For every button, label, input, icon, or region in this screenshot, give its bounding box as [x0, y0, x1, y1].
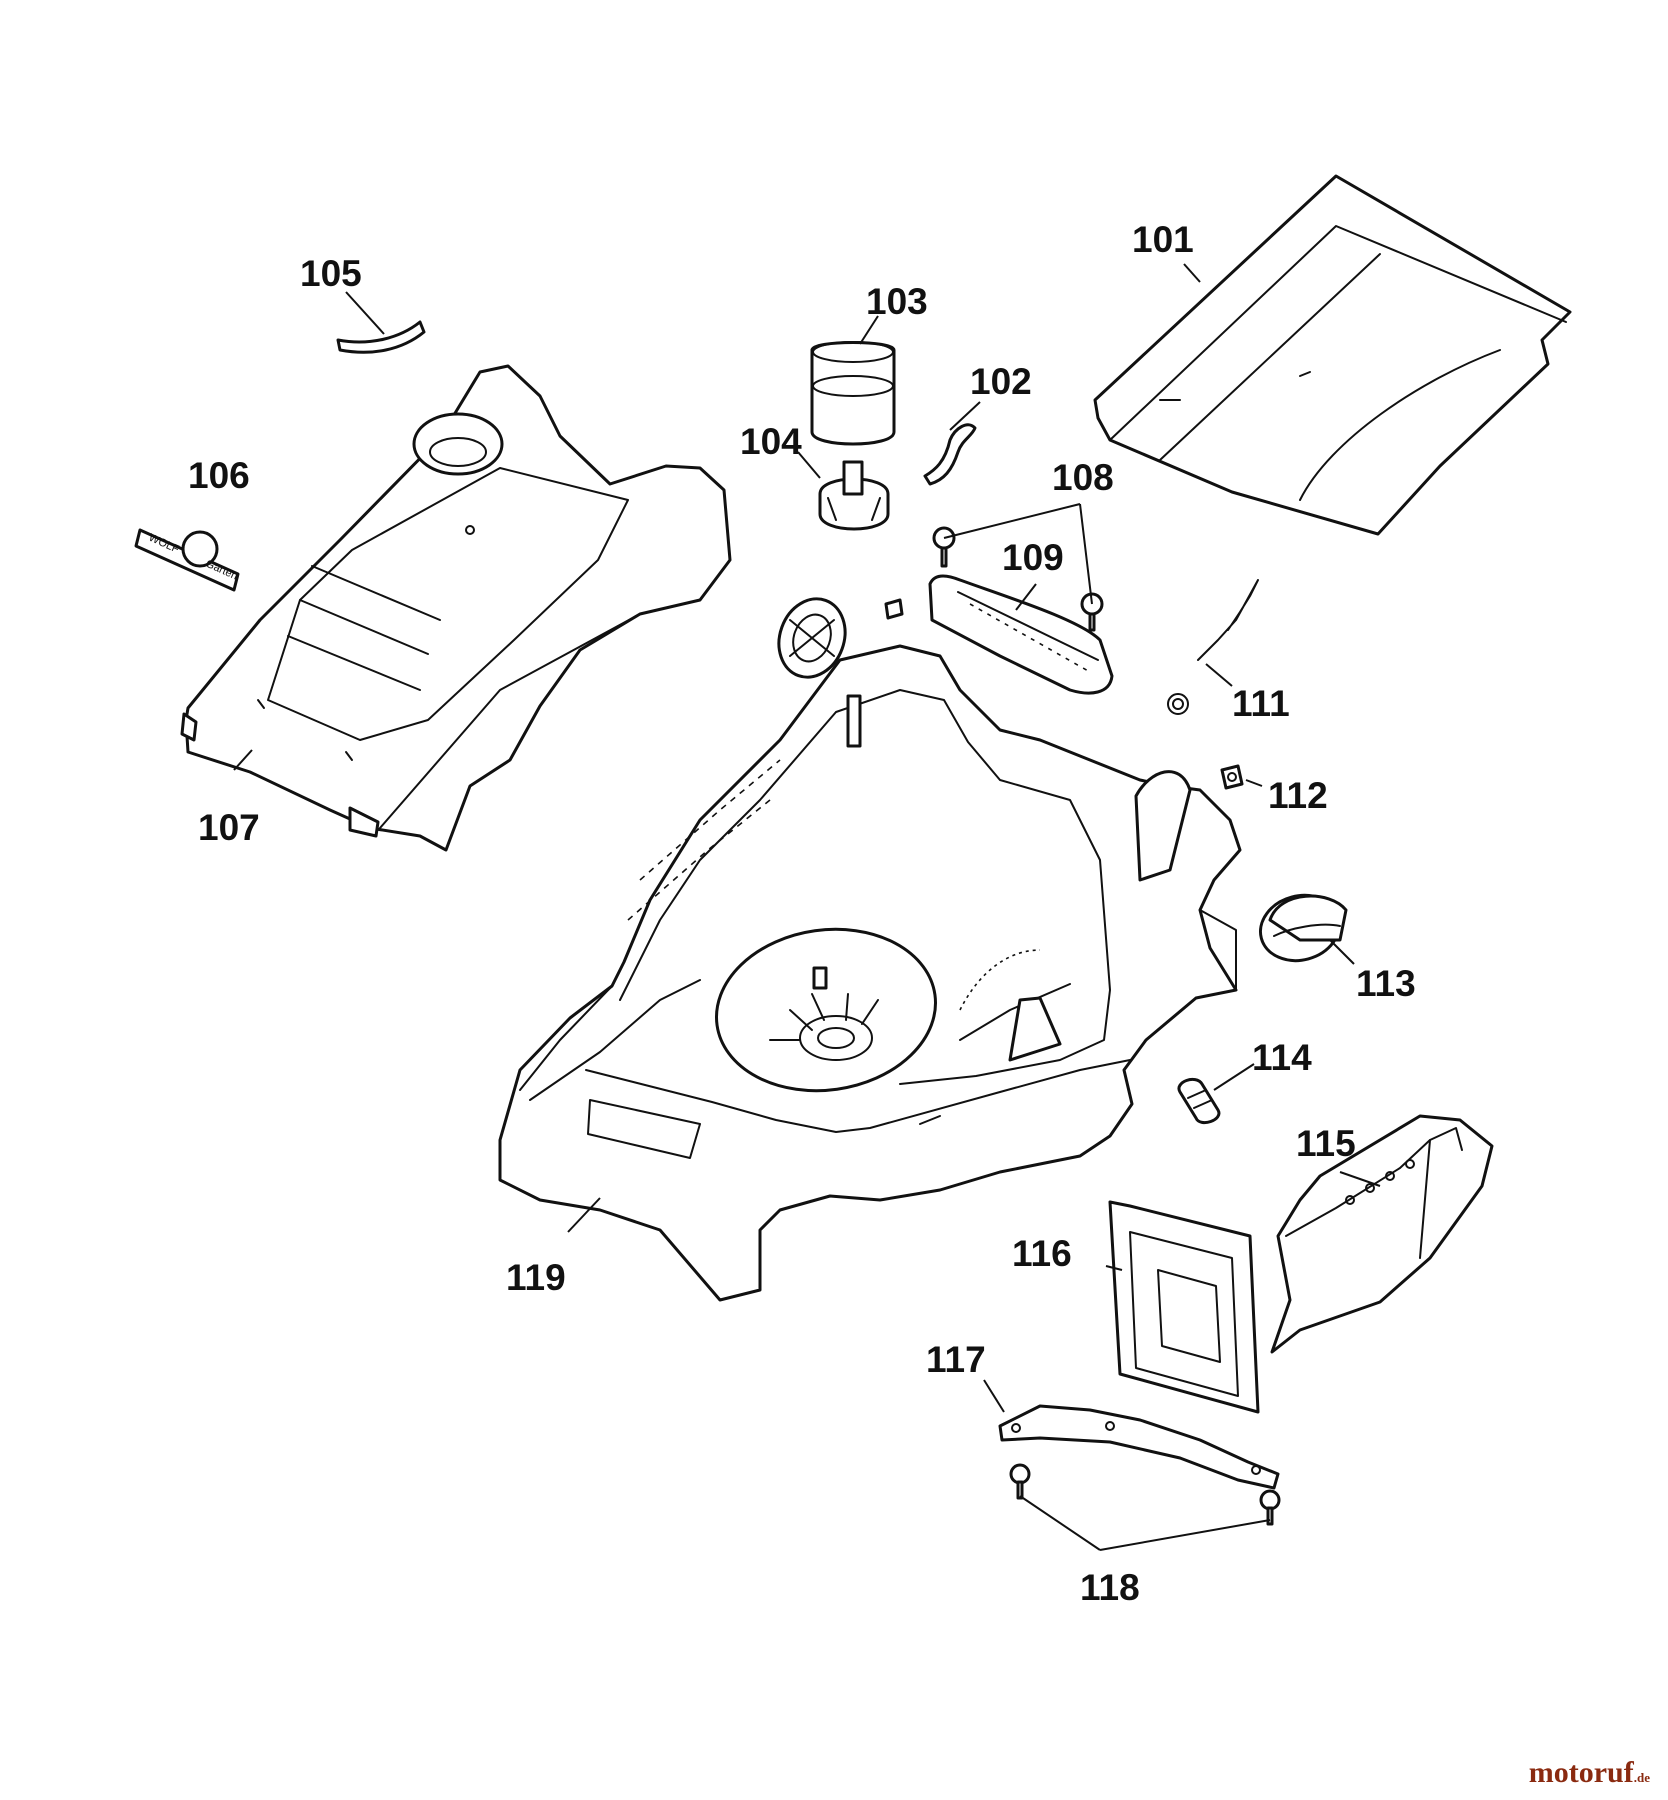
label-101: 101 [1132, 219, 1194, 260]
label-107: 107 [198, 807, 260, 848]
part-107-hood [180, 364, 732, 852]
wheel-piece [777, 597, 847, 679]
label-116: 116 [1012, 1233, 1072, 1274]
label-115: 115 [1296, 1123, 1356, 1164]
small-nut [884, 598, 904, 620]
part-111-spring [1167, 579, 1259, 715]
label-112: 112 [1268, 775, 1328, 816]
label-106: 106 [188, 455, 250, 496]
part-labels: 101 102 103 104 105 106 107 108 109 111 … [188, 219, 1416, 1608]
leader-lines [233, 263, 1381, 1551]
part-106-logo-badge: WOLF Garten [134, 528, 240, 592]
part-116-panel [1108, 1200, 1260, 1414]
label-119: 119 [506, 1257, 566, 1298]
label-111: 111 [1232, 683, 1290, 724]
label-108: 108 [1052, 457, 1114, 498]
part-103-cylinder [810, 341, 896, 446]
label-103: 103 [866, 281, 928, 322]
part-115-side-cover [1270, 1114, 1494, 1354]
part-119-deck [498, 644, 1242, 1302]
part-104-hub [818, 460, 890, 531]
part-109-bar [928, 574, 1114, 695]
part-114-cylinder [1177, 1078, 1221, 1124]
part-112-nut [1220, 764, 1244, 790]
part-101-lid [1093, 174, 1572, 536]
watermark-tld: .de [1633, 1770, 1650, 1785]
label-114: 114 [1252, 1037, 1312, 1078]
part-105-hose [336, 320, 426, 354]
label-109: 109 [1002, 537, 1064, 578]
label-118: 118 [1080, 1567, 1140, 1608]
part-102-lever [923, 423, 977, 486]
watermark-logo: motoruf.de [1529, 1756, 1650, 1790]
label-104: 104 [740, 421, 802, 462]
label-113: 113 [1356, 963, 1416, 1004]
part-113-knob [1258, 893, 1348, 963]
watermark-brand: motoruf [1528, 1756, 1634, 1789]
label-102: 102 [970, 361, 1032, 402]
part-117-strip [998, 1404, 1280, 1490]
part-118-screws [1009, 1463, 1281, 1526]
label-105: 105 [300, 253, 362, 294]
label-117: 117 [926, 1339, 986, 1380]
